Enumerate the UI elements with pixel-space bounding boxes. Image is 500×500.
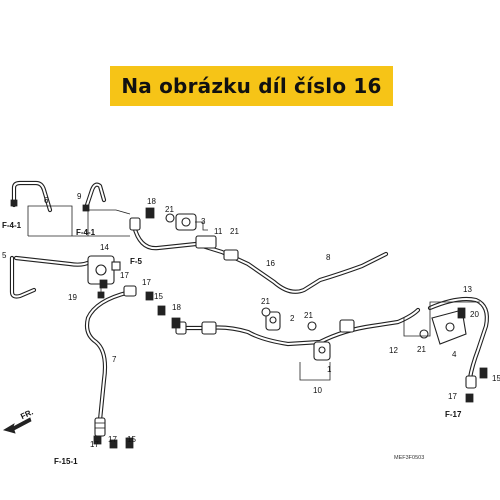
bolt-17-low-left bbox=[93, 435, 102, 445]
brake-pipe-9 bbox=[82, 182, 107, 212]
clamp-3 bbox=[175, 213, 197, 231]
label-17-b: 17 bbox=[142, 278, 151, 287]
brake-hose-13 bbox=[427, 296, 489, 389]
label-13: 13 bbox=[463, 285, 472, 294]
leader-13-bracket bbox=[403, 301, 480, 337]
label-21-e: 21 bbox=[417, 345, 426, 354]
bolt-21-center bbox=[261, 307, 271, 317]
clamp-1 bbox=[313, 341, 331, 361]
label-2: 2 bbox=[290, 314, 295, 323]
label-15-c: 15 bbox=[127, 435, 136, 444]
label-5: 5 bbox=[2, 251, 7, 260]
bolt-15-mid bbox=[157, 305, 166, 316]
brake-pipe-5 bbox=[9, 255, 93, 299]
bolt-17-right bbox=[465, 393, 474, 403]
bolt-20 bbox=[457, 307, 466, 319]
label-17-a: 17 bbox=[120, 271, 129, 280]
ref-f-5: F-5 bbox=[130, 257, 143, 266]
label-9: 9 bbox=[77, 192, 82, 201]
label-3: 3 bbox=[201, 217, 206, 226]
label-16: 16 bbox=[266, 259, 275, 268]
brake-hose-12 bbox=[175, 307, 421, 347]
label-7: 7 bbox=[112, 355, 117, 364]
leader-10 bbox=[299, 362, 331, 381]
label-19: 19 bbox=[68, 293, 77, 302]
bolt-15-low bbox=[125, 437, 134, 449]
brake-hose-8 bbox=[129, 217, 389, 294]
bolt-21-right bbox=[307, 321, 317, 331]
label-14: 14 bbox=[100, 243, 109, 252]
label-8: 8 bbox=[326, 253, 331, 262]
label-17-d: 17 bbox=[90, 440, 99, 449]
label-18-a: 18 bbox=[147, 197, 156, 206]
bolt-15-right bbox=[479, 367, 488, 379]
clamp-2 bbox=[265, 311, 281, 331]
front-arrow-icon bbox=[2, 417, 32, 434]
bolt-21-far-right bbox=[419, 329, 429, 339]
front-label: FR. bbox=[19, 408, 34, 422]
brake-pipe-6 bbox=[10, 180, 53, 213]
ref-f-4-1-right: F-4-1 bbox=[76, 228, 96, 237]
label-20: 20 bbox=[470, 310, 479, 319]
bolt-18-top bbox=[145, 207, 155, 219]
label-6: 6 bbox=[44, 196, 49, 205]
bolt-19 bbox=[99, 279, 108, 289]
label-17-c: 17 bbox=[448, 392, 457, 401]
bolt-18-mid bbox=[171, 317, 181, 329]
bracket-4 bbox=[431, 309, 467, 345]
label-11: 11 bbox=[214, 227, 223, 236]
label-18-b: 18 bbox=[172, 303, 181, 312]
leader-3-11 bbox=[195, 221, 208, 231]
clip-16 bbox=[223, 249, 239, 261]
label-10: 10 bbox=[313, 386, 322, 395]
bracket-line-left bbox=[27, 205, 131, 236]
ref-f-17: F-17 bbox=[445, 410, 462, 419]
label-1: 1 bbox=[327, 365, 332, 374]
ref-f-15-1: F-15-1 bbox=[54, 457, 78, 466]
highlight-banner: Na obrázku díl číslo 16 bbox=[110, 66, 393, 106]
banner-text: Na obrázku díl číslo 16 bbox=[121, 74, 382, 98]
label-21-c: 21 bbox=[261, 297, 270, 306]
label-17-e: 17 bbox=[108, 435, 117, 444]
label-21-d: 21 bbox=[304, 311, 313, 320]
brake-hose-7 bbox=[84, 285, 137, 437]
label-15-a: 15 bbox=[154, 292, 163, 301]
label-21-b: 21 bbox=[230, 227, 239, 236]
label-12: 12 bbox=[389, 346, 398, 355]
bolt-17-mid bbox=[145, 291, 154, 301]
joint-block-14 bbox=[87, 255, 121, 299]
drawing-code: MEF3F0503 bbox=[394, 455, 424, 461]
label-4: 4 bbox=[452, 350, 457, 359]
bolt-17-low-mid bbox=[109, 439, 118, 449]
bolt-21-top bbox=[165, 213, 175, 223]
label-15-b: 15 bbox=[492, 374, 500, 383]
ref-f-4-1-left: F-4-1 bbox=[2, 221, 22, 230]
label-21-a: 21 bbox=[165, 205, 174, 214]
